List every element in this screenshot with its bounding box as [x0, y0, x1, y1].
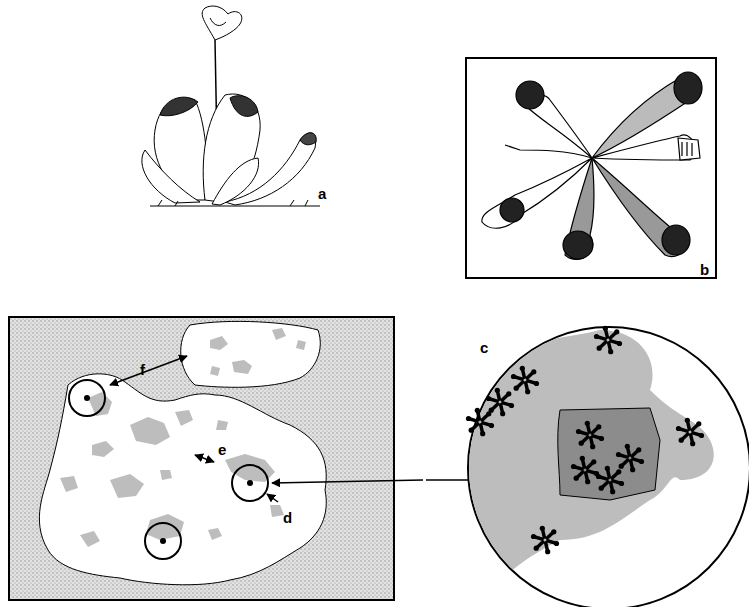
pitcher-mouth: [545, 549, 550, 554]
pitcher-mouth: [585, 479, 590, 484]
pitcher-mouth: [603, 326, 608, 331]
pitcher-mouth: [540, 526, 545, 531]
pitcher-mouth: [551, 529, 556, 534]
bog-patch: [181, 321, 321, 387]
bog-patch: [39, 374, 326, 585]
rosette-symbol: [534, 528, 557, 551]
pitcher-mouth: [599, 486, 604, 491]
panel-letter: a: [318, 186, 326, 201]
pitcher-mouth: [534, 546, 539, 551]
pitcher-mouth: [480, 431, 485, 436]
panel-letter: e: [218, 442, 226, 457]
pitcher-mouth: [616, 469, 621, 474]
inset-frame: [466, 58, 716, 278]
pitcher-mouth: [699, 433, 704, 438]
rosette-symbols: [466, 326, 704, 555]
sphagnum-patches: [60, 328, 306, 547]
pitcher-mouth: [534, 381, 539, 386]
rosette-symbol: [679, 420, 702, 443]
pitcher-mouth: [679, 438, 684, 443]
distance-arrows: [110, 356, 423, 502]
map-frame: [9, 317, 394, 600]
pitcher-mouth: [531, 369, 536, 374]
pitcher-mouth: [685, 418, 690, 423]
pitcher-mouth: [489, 423, 494, 428]
pitcher-mouth: [554, 541, 559, 546]
rosette-symbol: [579, 423, 602, 446]
pitcher-mouth: [619, 464, 624, 469]
pitcher-mouth: [520, 366, 525, 371]
sample-points: [84, 395, 253, 544]
zoom-patches: [460, 330, 714, 600]
panel-letter: d: [283, 510, 292, 525]
pitcher-mouth: [596, 474, 601, 479]
pitcher-mouth: [619, 481, 624, 486]
pitcher-mouth: [506, 391, 511, 396]
pitcher-mouth: [596, 424, 601, 429]
pitcher-mouth: [639, 459, 644, 464]
pitcher-mouth: [625, 444, 630, 449]
panel-letter: f: [140, 362, 145, 377]
pitcher-mouth: [676, 426, 681, 431]
pitcher-mouth: [580, 456, 585, 461]
pitcher-mouth: [605, 466, 610, 471]
pitcher-mouth: [617, 341, 622, 346]
rosette-symbol: [489, 390, 512, 413]
rosette-symbol: [514, 368, 537, 391]
pitcher-mouth: [531, 534, 536, 539]
pitcher-mouth: [696, 421, 701, 426]
pitcher-mouth: [608, 349, 613, 354]
pitcher-mouth: [636, 447, 641, 452]
pitcher-mouth: [690, 441, 695, 446]
pitcher-mouth: [590, 444, 595, 449]
pitcher-mouth: [571, 464, 576, 469]
pitcher-mouth: [511, 374, 516, 379]
rosette-symbol: [599, 468, 622, 491]
rosette-symbol: [574, 458, 597, 481]
rosette-symbol: [469, 410, 492, 433]
pitcher-mouth: [495, 388, 500, 393]
pitcher-mouth: [599, 436, 604, 441]
zoom-line: [426, 479, 468, 481]
rosette-symbol: [619, 446, 642, 469]
pitcher-mouth: [525, 389, 530, 394]
pitcher-mouth: [486, 396, 491, 401]
pitcher-mouth: [579, 441, 584, 446]
pitcher-mouth: [500, 411, 505, 416]
pitcher-mouth: [514, 386, 519, 391]
pitcher-mouth: [594, 334, 599, 339]
pitcher-mouth: [610, 489, 615, 494]
pitcher-mouth: [576, 429, 581, 434]
pitcher-mouth: [597, 346, 602, 351]
panel-letter: c: [480, 340, 488, 355]
rosette-symbol: [597, 328, 620, 351]
panel-letter: b: [700, 262, 709, 277]
pitcher-mouth: [466, 416, 471, 421]
pitcher-mouth: [469, 428, 474, 433]
pitcher-mouth: [616, 452, 621, 457]
sample-circles: [69, 380, 268, 559]
rosette-top-view: [482, 72, 702, 259]
pitcher-mouth: [475, 408, 480, 413]
pitcher-mouth: [574, 476, 579, 481]
pitcher-plant-drawing: [142, 6, 320, 206]
pitcher-mouth: [585, 421, 590, 426]
pitcher-mouth: [591, 459, 596, 464]
pitcher-mouth: [486, 411, 491, 416]
pitcher-mouth: [630, 467, 635, 472]
pitcher-mouth: [509, 403, 514, 408]
pitcher-mouth: [614, 329, 619, 334]
